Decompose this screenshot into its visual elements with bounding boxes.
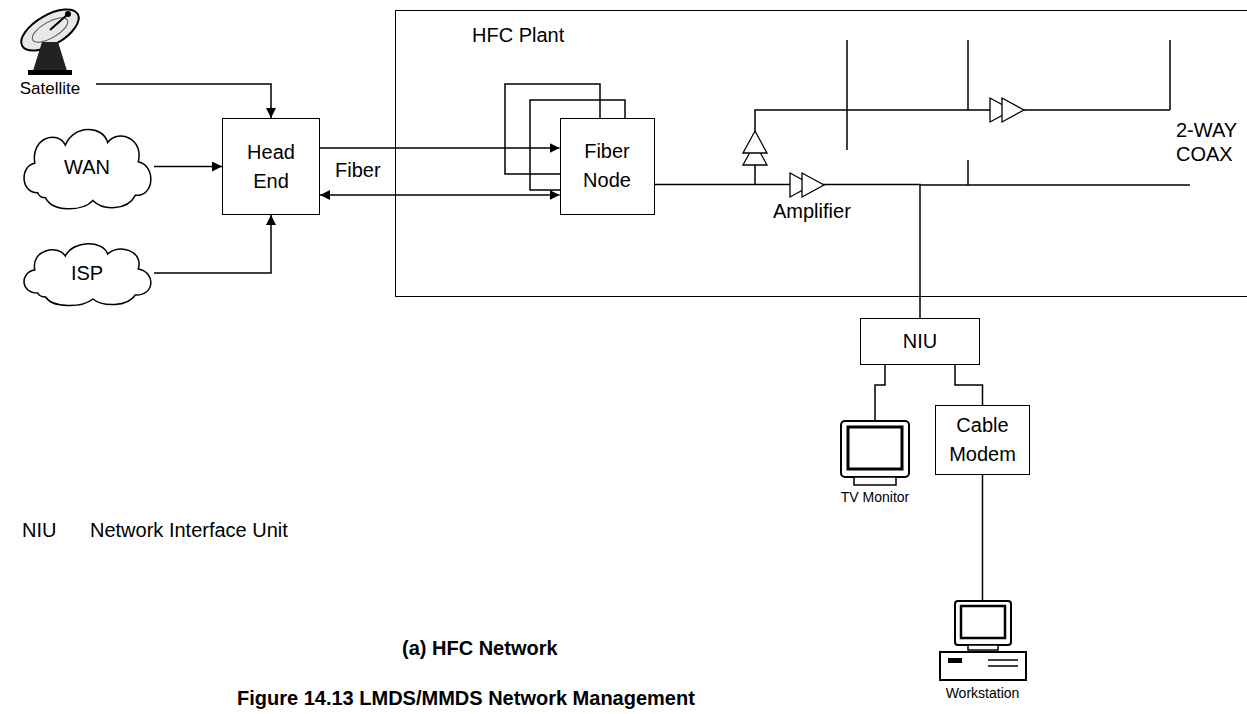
- diagram-label: Network Interface Unit: [90, 518, 288, 542]
- coax-branch: [847, 40, 1170, 185]
- tv-monitor-icon: [840, 420, 910, 486]
- connector: [955, 365, 983, 405]
- tv-monitor: TV Monitor: [830, 420, 920, 512]
- node-text: NIU: [903, 327, 937, 356]
- connector: [154, 215, 271, 273]
- diagram-label: NIU: [22, 518, 56, 542]
- wan-cloud: WAN: [18, 122, 156, 212]
- node-text: Cable Modem: [947, 411, 1019, 469]
- amplifier-symbol: [743, 131, 767, 165]
- node-text: Workstation: [946, 685, 1020, 702]
- node-text: TV Monitor: [841, 489, 909, 506]
- satellite-dish: Satellite: [4, 2, 96, 98]
- isp-cloud: ISP: [18, 238, 156, 308]
- node-text: HFC Plant: [472, 21, 564, 50]
- amplifier-symbol: [990, 98, 1024, 122]
- diagram-label: 2-WAY COAX: [1176, 118, 1242, 166]
- connector: [154, 166, 222, 168]
- connector: [655, 185, 921, 319]
- workstation-icon: [938, 600, 1028, 682]
- node-text: ISP: [71, 259, 103, 288]
- node-text: WAN: [64, 153, 110, 182]
- head-end-box: Head End: [222, 118, 320, 215]
- connector: [320, 194, 560, 196]
- hfc-plant-region: HFC PlantFiber Node: [395, 10, 1247, 297]
- connector: [875, 365, 885, 420]
- cable-modem-box: Cable Modem: [935, 405, 1030, 475]
- niu-box: NIU: [860, 318, 980, 365]
- node-text: Fiber Node: [577, 137, 637, 195]
- amplifier-symbol: [790, 173, 824, 197]
- figure-caption: (a) HFC Network: [402, 636, 558, 660]
- diagram-label: Fiber: [335, 158, 381, 182]
- connector: [96, 84, 271, 118]
- fiber-node-box: Fiber Node: [560, 118, 655, 215]
- node-text: Satellite: [20, 79, 80, 99]
- satellite-dish-icon: [10, 2, 90, 76]
- node-text: Head End: [241, 138, 301, 196]
- diagram-label: Amplifier: [773, 199, 851, 223]
- diagram-label: Figure 14.13 LMDS/MMDS Network Managemen…: [237, 686, 695, 710]
- workstation: Workstation: [935, 600, 1030, 706]
- coax-line: [920, 184, 1190, 186]
- connector: [320, 147, 560, 149]
- connector: [982, 475, 984, 600]
- coax-line: [755, 110, 1170, 185]
